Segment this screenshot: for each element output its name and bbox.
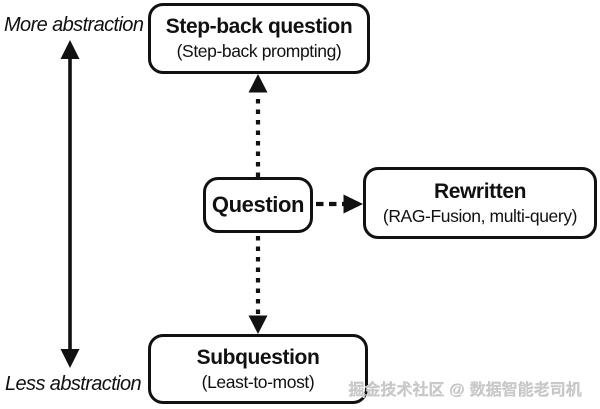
question-to-stepback-arrow [248,74,268,177]
abstraction-axis-arrow [60,40,80,368]
more-abstraction-label: More abstraction [4,14,144,36]
arrowhead-right-icon [343,194,363,214]
rewritten-node: Rewritten (RAG-Fusion, multi-query) [363,167,597,239]
arrowhead-up-icon [248,74,268,93]
less-abstraction-label: Less abstraction [5,373,142,395]
step-back-question-title: Step-back question [165,15,353,39]
question-node: Question [203,177,313,233]
rewritten-title: Rewritten [433,179,527,203]
subquestion-node: Subquestion (Least-to-most) [148,334,368,404]
subquestion-subtitle: (Least-to-most) [201,371,315,392]
rewritten-subtitle: (RAG-Fusion, multi-query) [382,205,578,226]
watermark-text: 掘金技术社区 @ 数据智能老司机 [349,382,583,399]
step-back-question-node: Step-back question (Step-back prompting) [148,3,370,74]
step-back-question-subtitle: (Step-back prompting) [176,41,342,62]
question-to-subquestion-arrow [248,236,268,334]
arrowhead-down-icon [248,315,268,334]
arrowhead-down-icon [60,349,80,368]
question-to-rewritten-arrow [316,194,363,214]
arrowhead-up-icon [60,40,80,59]
question-title: Question [211,192,305,218]
subquestion-title: Subquestion [196,345,320,369]
